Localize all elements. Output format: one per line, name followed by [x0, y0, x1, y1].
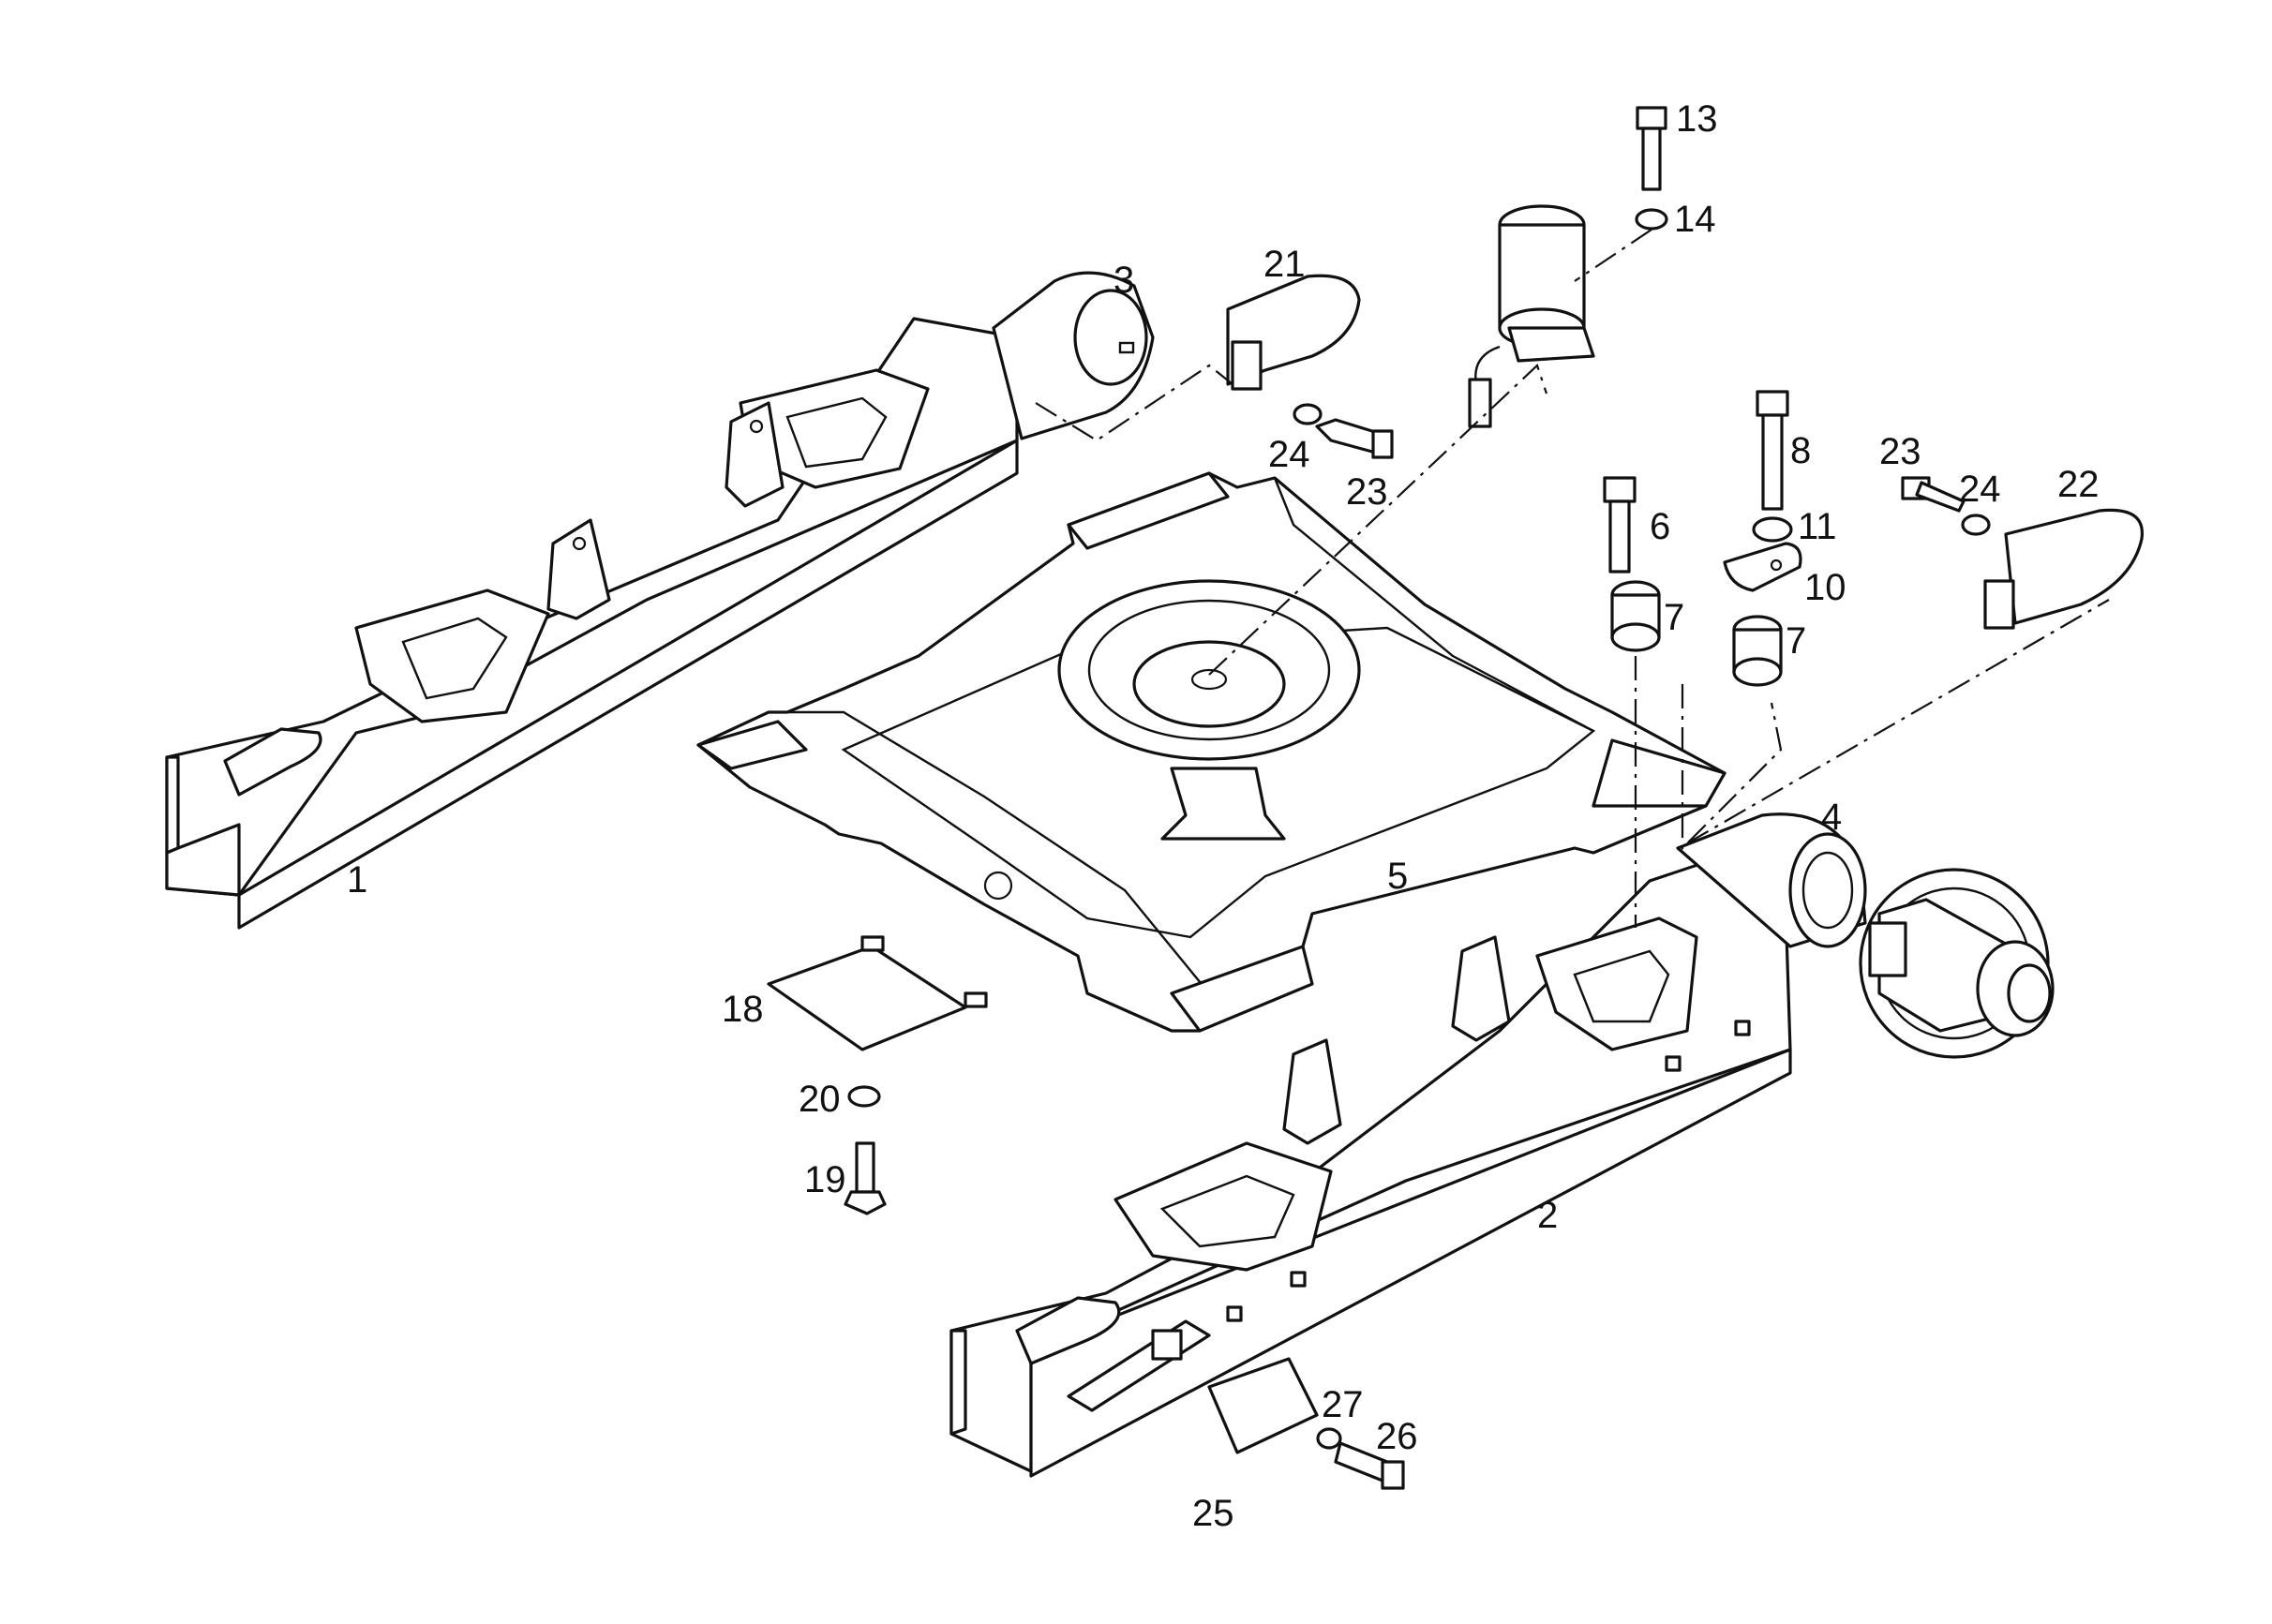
- callout-21: 21: [1263, 244, 1306, 285]
- sprocket-drive: [1859, 868, 2055, 1059]
- mount-hardware: [1603, 390, 1802, 687]
- callout-8: 8: [1790, 430, 1811, 471]
- callout-25: 25: [1192, 1493, 1234, 1534]
- callout-4: 4: [1821, 797, 1842, 838]
- callout-6: 6: [1650, 506, 1670, 547]
- callout-10: 10: [1804, 567, 1846, 608]
- callout-23b: 23: [1879, 431, 1921, 472]
- plate-22: [1901, 476, 2145, 630]
- cover-25: [1207, 1357, 1405, 1490]
- callout-18: 18: [722, 989, 764, 1030]
- callout-20: 20: [799, 1079, 841, 1120]
- track-frame-left: [165, 271, 1155, 930]
- center-frame: [696, 471, 1726, 1033]
- callout-5: 5: [1387, 856, 1408, 897]
- callout-27: 27: [1322, 1384, 1364, 1425]
- callout-labels: 1 2 3 4 5 6 7 7 8 10 11 13 14 18 19 20 2…: [347, 98, 2100, 1534]
- callout-19: 19: [804, 1159, 846, 1200]
- callout-26: 26: [1376, 1416, 1418, 1457]
- callout-7a: 7: [1664, 597, 1684, 638]
- callout-13: 13: [1676, 98, 1718, 140]
- cover-18: [767, 935, 988, 1215]
- assembly-leaders: [1035, 229, 2110, 928]
- track-frame-right: [949, 812, 1867, 1478]
- plate-21: [1226, 274, 1394, 459]
- callout-24b: 24: [1959, 469, 2001, 510]
- motor-assembly: [1468, 106, 1668, 428]
- callout-14: 14: [1674, 199, 1716, 240]
- callout-22: 22: [2057, 464, 2100, 505]
- callout-7b: 7: [1786, 620, 1806, 662]
- callout-1: 1: [347, 859, 367, 901]
- callout-24a: 24: [1268, 434, 1310, 475]
- callout-11: 11: [1798, 506, 1837, 547]
- callout-23a: 23: [1346, 471, 1388, 513]
- callout-3: 3: [1114, 260, 1134, 301]
- callout-2: 2: [1537, 1195, 1558, 1236]
